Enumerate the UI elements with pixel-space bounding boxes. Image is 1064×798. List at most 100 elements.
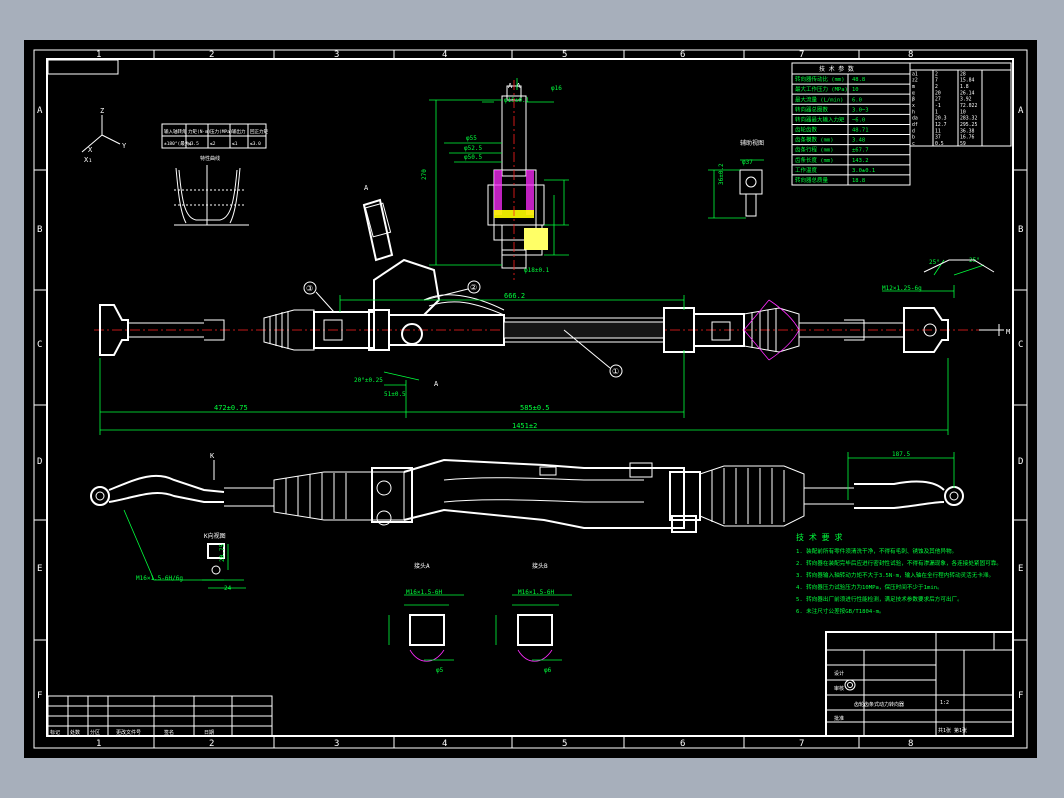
table-cell: ≤3.5 — [188, 141, 199, 147]
zone-number: 3 — [334, 739, 339, 749]
zone-number: 5 — [562, 50, 567, 60]
note-line: 6. 未注尺寸公差按GB/T1804-m。 — [796, 607, 885, 615]
aux-view-label: 辅助视图 — [740, 139, 764, 147]
table-cell: 输入轴转角 — [164, 128, 187, 135]
side-table-cell: 12.7 — [935, 122, 947, 128]
zone-letter: E — [1018, 564, 1023, 574]
tech-param-value: ±67.7 — [852, 148, 869, 154]
side-table-cell: 1.8 — [960, 84, 969, 90]
zone-number: 6 — [680, 50, 685, 60]
tech-param-value: 6.0 — [852, 97, 862, 103]
tie-rod-end-right — [903, 307, 949, 353]
connector-view-b: 接头B M16×1.5-6H φ6 — [495, 562, 572, 674]
side-table-cell: β — [912, 97, 915, 103]
tech-param-label: 齿条模数 (mm) — [795, 136, 834, 144]
zone-number: 2 — [209, 739, 214, 749]
side-table-cell: 28 — [960, 71, 966, 77]
title-checked-label: 审核 — [834, 685, 844, 692]
zone-letter: B — [37, 225, 42, 235]
front-view: ③ ② ① 666.2 472±0.75 585±0.5 1451±2 20°±… — [94, 184, 1010, 435]
side-table-cell: 20.3 — [935, 116, 947, 122]
callout-3 — [303, 281, 317, 295]
zone-letter: F — [37, 691, 42, 701]
connector-b-label: 接头B — [532, 562, 548, 570]
side-table-cell: 1 — [935, 109, 938, 115]
zone-number: 5 — [562, 739, 567, 749]
zone-numbers-top: 1 2 3 4 5 6 7 8 — [96, 50, 913, 60]
callout-1 — [609, 364, 623, 378]
axis-icon: Z Y X₁ X — [81, 107, 127, 164]
dim-rack: 666.2 — [504, 292, 525, 300]
k-view: K向视图 20.75 24 — [202, 532, 246, 592]
zone-number: 7 — [799, 50, 804, 60]
side-table-cell: z2 — [912, 78, 918, 84]
dim-phi5: φ5 — [436, 667, 444, 674]
title-drawn-label: 设计 — [834, 670, 844, 677]
bellows-right — [743, 307, 800, 353]
view-mark-m: M — [1006, 328, 1010, 336]
zone-letter: A — [37, 106, 43, 116]
plan-bellows-right — [699, 465, 805, 527]
table-cell: 压力(MPa) — [210, 128, 233, 135]
dim-thread-left: M16×1.5-6H/6g — [136, 575, 183, 582]
zone-number: 3 — [334, 50, 339, 60]
tech-param-label: 齿条行程 (mm) — [795, 146, 834, 154]
zone-letter: B — [1018, 225, 1023, 235]
side-table-cell: α — [912, 91, 915, 96]
callout-1-label: ① — [612, 367, 619, 376]
tech-param-label: 工作温度 — [795, 166, 818, 174]
note-line: 4. 转向器压力试验压力为10MPa，保压时间不少于1min。 — [796, 583, 943, 591]
table-cell: ≤3.0 — [250, 141, 261, 147]
zone-number: 1 — [96, 739, 101, 749]
tech-param-value: 48.8 — [852, 77, 865, 83]
dim-pinion-angle: 20°±0.25 — [354, 377, 383, 384]
tech-params-title: 技 术 参 数 — [819, 65, 854, 73]
side-table-cell: 72.022 — [960, 103, 977, 109]
axis-label-x1: X — [88, 146, 93, 154]
zone-number: 2 — [209, 50, 214, 60]
side-table-cell: 2 — [935, 71, 938, 77]
rev-head: 更改文件号 — [116, 729, 141, 736]
callout-2-label: ② — [470, 283, 477, 292]
projection-symbol — [844, 679, 856, 691]
zone-letter: C — [1018, 340, 1023, 350]
dim-d8: φ37 — [742, 159, 753, 166]
side-table-cell: 283.32 — [960, 116, 977, 122]
dim-d1: φ16 — [551, 85, 562, 92]
rev-head: 标记 — [50, 729, 60, 736]
pinion-housing — [373, 258, 441, 316]
side-table-cell: 7 — [935, 78, 938, 84]
side-table-cell: 10 — [960, 109, 966, 115]
aux-view: 辅助视图 φ37 36±0.2 — [708, 139, 764, 219]
drawing-sheet: 共1张 第1张 — [938, 727, 967, 734]
title-approved-label: 批准 — [834, 715, 844, 722]
note-line: 1. 装配前所有零件须清洗干净，不得有毛刺、锈蚀及其他异物。 — [796, 547, 957, 555]
tech-param-label: 齿条长度 (mm) — [795, 156, 834, 164]
tech-param-label: 最大工作压力 (MPa) — [795, 85, 848, 93]
side-table-cell: 16.76 — [960, 135, 975, 141]
tie-rod-end-left — [99, 304, 129, 356]
side-table-cell: 36.38 — [960, 128, 975, 134]
side-table-cell: 20 — [935, 90, 941, 96]
side-table-cell: m — [912, 85, 915, 90]
zone-number: 4 — [442, 739, 447, 749]
side-table-cell: h — [912, 109, 915, 115]
note-line: 2. 转向器在装配完毕后应进行密封性试验，不得有渗漏现象，各连接处紧固可靠。 — [796, 559, 1002, 567]
dim-left: 472±0.75 — [214, 404, 248, 412]
technical-notes: 技 术 要 求 1. 装配前所有零件须清洗干净，不得有毛刺、锈蚀及其他异物。 2… — [796, 532, 1002, 615]
characteristic-table: 输入轴转角 力矩(N·m) 压力(MPa) 输出力 回正力矩 ±180°(最大)… — [161, 123, 268, 149]
bellows-left — [263, 309, 315, 351]
dim-conn2: M16×1.5-6H — [518, 589, 555, 596]
zone-letters-right: A B C D E F — [1018, 106, 1024, 701]
tech-param-value: 18.8 — [852, 178, 865, 184]
corner-tag — [47, 59, 119, 75]
drawing-scale: 1:2 — [940, 700, 949, 706]
drawing-svg: 1 2 3 4 5 6 7 8 1 2 3 4 5 6 7 8 A B C D … — [33, 49, 1028, 749]
tech-param-value: ~6.0 — [852, 117, 865, 123]
side-table-cell: 2 — [935, 84, 938, 90]
side-table-cell: 15.84 — [960, 78, 975, 84]
drawing-canvas: 1 2 3 4 5 6 7 8 1 2 3 4 5 6 7 8 A B C D … — [24, 40, 1037, 758]
dim-d6: φ18±0.1 — [524, 267, 550, 274]
table-cell: 输出力 — [232, 128, 246, 135]
